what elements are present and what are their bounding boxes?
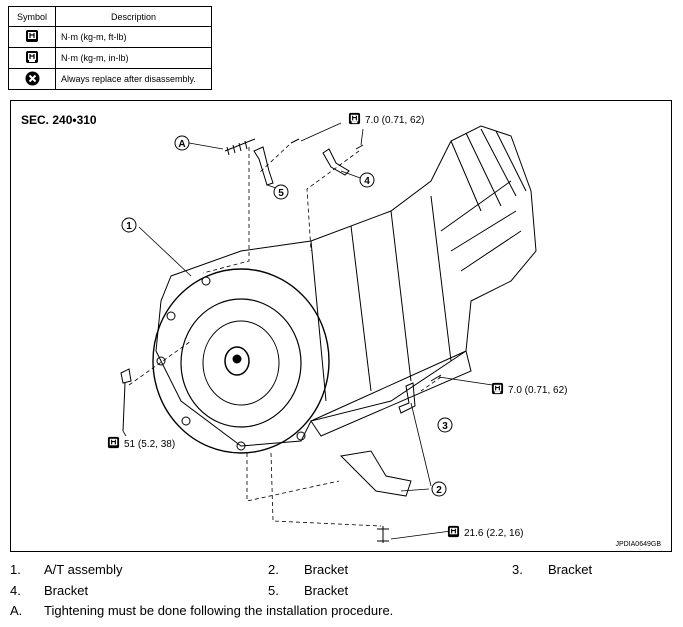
bracket-2 <box>339 450 412 497</box>
torque-label-right: 7.0 (0.71, 62) <box>491 382 567 398</box>
callout-4-circle <box>359 172 375 188</box>
top-bolt <box>290 138 442 382</box>
legend-description: Always replace after disassembly. <box>55 68 212 90</box>
part-number: 1. <box>10 562 21 577</box>
torque-label-left: 51 (5.2, 38) <box>107 436 175 452</box>
part-name: Bracket <box>44 583 89 598</box>
bolt-a <box>224 138 256 156</box>
oil-pan <box>310 350 472 437</box>
torque-value: 7.0 (0.71, 62) <box>365 114 425 126</box>
part-number: 2. <box>268 562 279 577</box>
torque-wrench-icon <box>8 26 56 48</box>
converter-inner <box>202 320 280 406</box>
callout-1: 1 <box>126 221 132 232</box>
torque-wrench-icon <box>107 436 120 452</box>
legend-description: N·m (kg-m, in-lb) <box>55 47 212 69</box>
legend-header-symbol: Symbol <box>8 6 56 27</box>
bottom-bolt <box>377 526 389 543</box>
part-name: Bracket <box>304 562 349 577</box>
housing-outline <box>155 125 537 447</box>
converter-housing <box>152 268 330 454</box>
legend-header-description: Description <box>55 6 212 27</box>
transmission-illustration: A 1 2 3 4 5 <box>120 122 537 543</box>
extension-rib <box>450 128 527 212</box>
converter-hub <box>224 346 250 376</box>
callout-2-circle <box>431 481 447 497</box>
part-number: 4. <box>10 583 21 598</box>
legend-header-row: Symbol Description <box>8 6 212 27</box>
part-name: Bracket <box>548 562 593 577</box>
section-label: SEC. 240•310 <box>21 113 97 127</box>
callout-4: 4 <box>364 176 370 187</box>
callout-2: 2 <box>436 485 442 496</box>
converter-shaft <box>232 354 242 364</box>
callout-1-circle <box>121 217 137 233</box>
case-line <box>350 225 372 392</box>
converter-ring <box>180 298 302 428</box>
bracket-3 <box>398 382 416 414</box>
callouts <box>121 135 453 497</box>
torque-value: 51 (5.2, 38) <box>124 438 176 450</box>
part-number: 3. <box>512 562 523 577</box>
note-text: Tightening must be done following the in… <box>44 603 394 618</box>
torque-label-bottom: 21.6 (2.2, 16) <box>447 525 523 541</box>
callout-3: 3 <box>442 421 448 432</box>
torque-value: 7.0 (0.71, 62) <box>508 384 568 396</box>
torque-wrench-icon <box>447 525 460 541</box>
torque-wrench-inlb-icon <box>491 382 504 398</box>
case-line <box>310 240 327 402</box>
part-name: Bracket <box>304 583 349 598</box>
extension-rib <box>440 180 522 272</box>
part-name: A/T assembly <box>44 562 123 577</box>
bracket-4 <box>322 148 350 176</box>
callout-a: A <box>178 139 185 150</box>
legend-description: N·m (kg-m, ft-lb) <box>55 26 212 48</box>
part-number: 5. <box>268 583 279 598</box>
figure-code: JPDIA0649GB <box>615 541 661 548</box>
callout-5-circle <box>273 184 289 200</box>
legend-row: Always replace after disassembly. <box>8 68 212 90</box>
left-bolt <box>120 368 132 432</box>
torque-value: 21.6 (2.2, 16) <box>464 527 524 539</box>
note-label: A. <box>10 603 23 618</box>
legend-row: N·m (kg-m, ft-lb) <box>8 26 212 48</box>
case-line <box>390 210 412 382</box>
callout-3-circle <box>437 417 453 433</box>
case-line <box>430 195 452 362</box>
torque-wrench-inlb-icon <box>348 112 361 128</box>
callout-a-circle <box>174 135 190 151</box>
callout-5: 5 <box>278 188 284 199</box>
diagram-frame: SEC. 240•310 <box>10 100 672 552</box>
legend-row: N·m (kg-m, in-lb) <box>8 47 212 69</box>
bracket-5 <box>253 146 274 186</box>
symbol-legend-table: Symbol Description N·m (kg-m, ft-lb) N·m… <box>8 6 212 90</box>
torque-wrench-inlb-icon <box>8 47 56 69</box>
torque-label-top: 7.0 (0.71, 62) <box>348 112 424 128</box>
always-replace-icon <box>8 68 56 90</box>
